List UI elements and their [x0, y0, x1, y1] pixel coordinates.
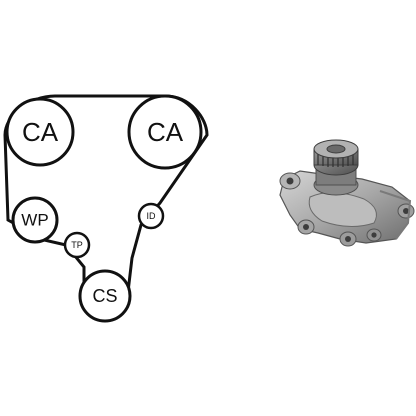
pump-sprocket: [313, 139, 359, 176]
pulley-crankshaft-label: CS: [92, 286, 117, 306]
pulley-cam-right: CA: [127, 94, 203, 170]
pulley-crankshaft: CS: [78, 269, 132, 323]
pulley-tensioner: TP: [63, 231, 91, 259]
mounting-ear-bottom-left: [297, 219, 315, 235]
pulley-idler-label: ID: [147, 211, 157, 221]
pump-flange-edge: [379, 190, 412, 240]
pulley-water-pump: WP: [11, 196, 59, 244]
mounting-ear-left: [279, 172, 301, 190]
pulley-tensioner-label: TP: [71, 240, 83, 250]
belt-routing-diagram: CA CA WP TP ID CS: [3, 94, 209, 323]
pulley-idler: ID: [137, 202, 165, 230]
pulley-cam-right-label: CA: [147, 117, 184, 147]
mounting-ear-right-lower: [366, 228, 382, 242]
mounting-ear-right: [397, 203, 415, 219]
pulley-cam-left: CA: [5, 97, 75, 167]
water-pump-photo-icon: [279, 139, 415, 247]
pulley-water-pump-label: WP: [21, 211, 48, 230]
pulley-cam-left-label: CA: [22, 117, 59, 147]
mounting-ear-bottom: [339, 231, 357, 247]
